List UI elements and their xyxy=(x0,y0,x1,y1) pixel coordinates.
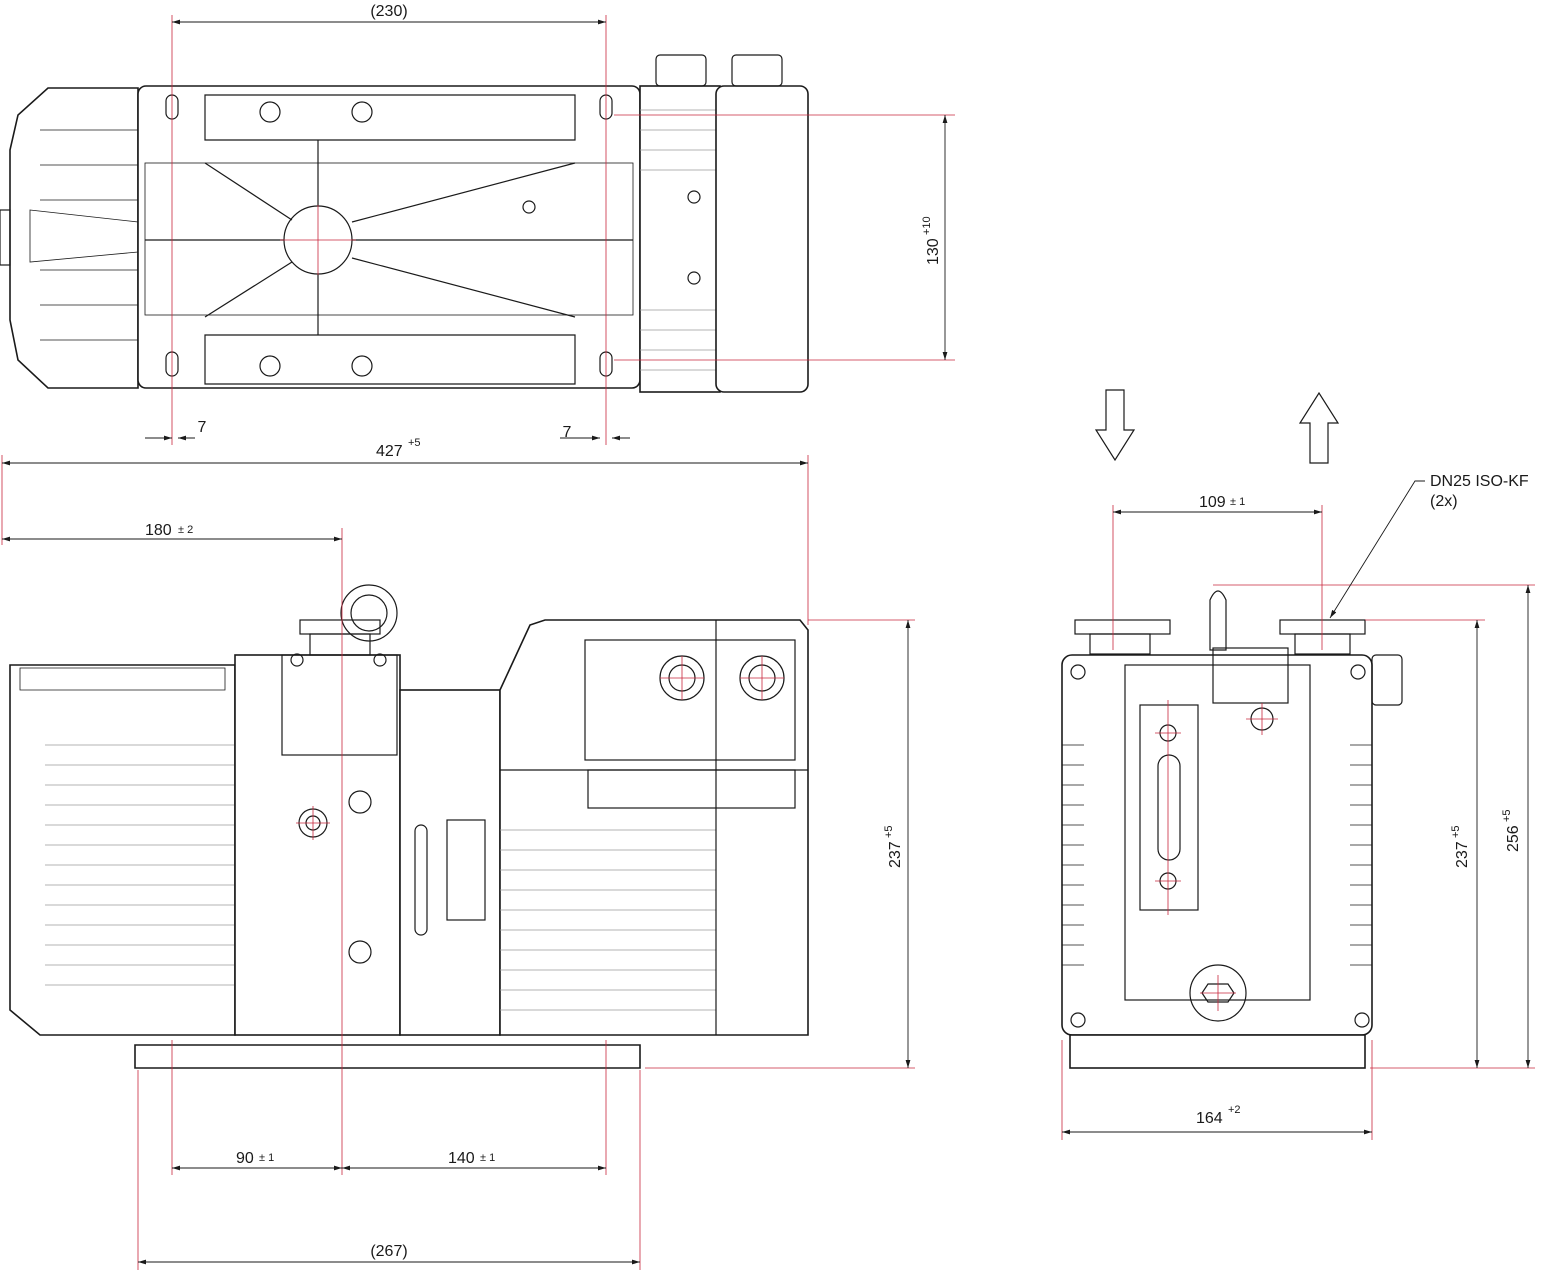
dim-end-width-tol: +2 xyxy=(1228,1104,1241,1116)
dim-height-side-tol: +5 xyxy=(883,825,895,838)
dim-end-total-height: 256 xyxy=(1505,825,1522,852)
dim-width-top: 130 xyxy=(925,238,942,265)
dim-slot-left: 7 xyxy=(198,419,207,436)
dimension-lines xyxy=(1,19,1531,1265)
dimension-labels: (230) 7 7 130 +10 427 +5 180 ± 2 237 +5 … xyxy=(145,3,1529,1260)
end-view xyxy=(1061,389,1535,1140)
dim-foot-right: 140 xyxy=(448,1150,475,1167)
dim-width-top-tol: +10 xyxy=(921,216,933,235)
dim-end-width: 164 xyxy=(1196,1110,1223,1127)
side-view xyxy=(1,455,915,1270)
dim-base-length: (267) xyxy=(370,1243,407,1260)
dim-foot-left-tol: ± 1 xyxy=(259,1152,274,1164)
dim-inlet-position-tol: ± 2 xyxy=(178,524,193,536)
dim-foot-right-tol: ± 1 xyxy=(480,1152,495,1164)
dim-flange-spacing-tol: ± 1 xyxy=(1230,496,1245,508)
dim-end-total-height-tol: +5 xyxy=(1501,809,1513,822)
top-view xyxy=(0,15,955,445)
dim-end-height: 237 xyxy=(1454,841,1471,868)
dim-height-side: 237 xyxy=(887,841,904,868)
dim-end-height-tol: +5 xyxy=(1450,825,1462,838)
dim-overall-length-tol: +5 xyxy=(408,437,421,449)
dim-inlet-position: 180 xyxy=(145,522,172,539)
inlet-arrow-icon xyxy=(1094,389,1136,462)
flange-callout-line1: DN25 ISO-KF xyxy=(1430,473,1529,490)
flange-callout-line2: (2x) xyxy=(1430,493,1458,510)
dim-foot-left: 90 xyxy=(236,1150,254,1167)
dim-slot-right: 7 xyxy=(563,424,572,441)
dim-top-spacing: (230) xyxy=(370,3,407,20)
dim-overall-length: 427 xyxy=(376,443,403,460)
outlet-arrow-icon xyxy=(1298,391,1340,464)
dim-flange-spacing: 109 xyxy=(1199,494,1226,511)
